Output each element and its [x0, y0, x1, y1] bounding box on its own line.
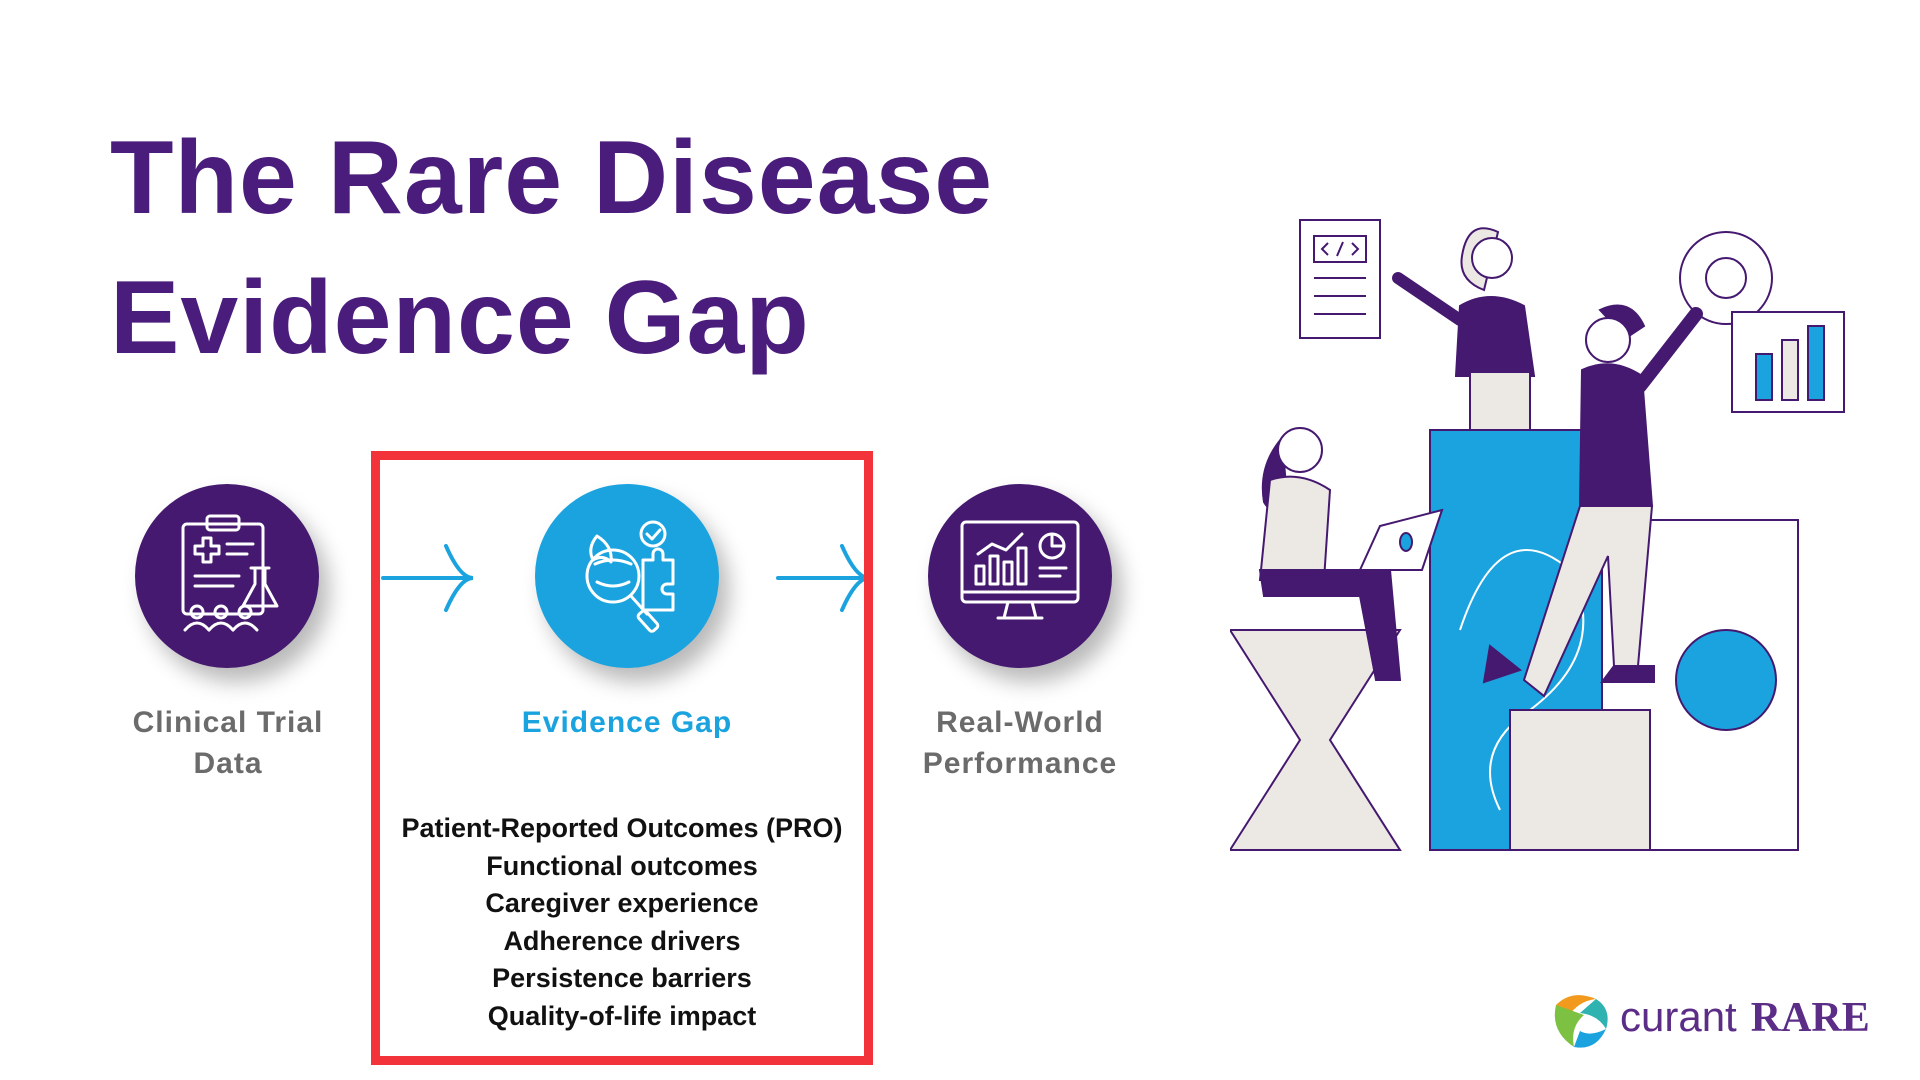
- logo-text-brand: RARE: [1750, 995, 1870, 1041]
- list-item: Adherence drivers: [503, 925, 741, 956]
- label-line: Evidence Gap: [521, 706, 733, 739]
- title-line-1: The Rare Disease: [110, 120, 994, 236]
- clinical-trial-icon: [181, 514, 279, 632]
- list-item: Quality-of-life impact: [487, 1000, 757, 1031]
- evidence-gap-highlight-box: [371, 451, 873, 1065]
- evidence-search-icon: [585, 520, 675, 633]
- page-title: The Rare Disease Evidence Gap: [110, 108, 993, 388]
- gap-items-list: Patient-Reported Outcomes (PRO) Function…: [371, 810, 873, 1035]
- label-line: Data: [193, 747, 263, 780]
- logo-text-main: curant: [1620, 993, 1737, 1040]
- label-line: Real-World: [936, 706, 1104, 739]
- list-item: Persistence barriers: [492, 963, 752, 993]
- brand-logo: curant RARE: [1548, 985, 1878, 1055]
- list-item: Functional outcomes: [486, 850, 758, 881]
- clinical-trial-node: [135, 484, 319, 668]
- team-data-analysis-illustration: [1230, 219, 1845, 851]
- real-world-node: [928, 484, 1112, 668]
- evidence-gap-label: Evidence Gap: [507, 702, 747, 743]
- logo-text: curant RARE: [1620, 991, 1870, 1044]
- list-item: Patient-Reported Outcomes (PRO): [401, 813, 843, 843]
- logo-mark-icon: [1554, 995, 1608, 1048]
- list-item: Caregiver experience: [485, 888, 759, 918]
- evidence-gap-node: [535, 484, 719, 668]
- monitor-chart-icon: [960, 520, 1080, 620]
- title-line-2: Evidence Gap: [110, 260, 810, 376]
- real-world-label: Real-World Performance: [900, 702, 1140, 784]
- clinical-trial-label: Clinical Trial Data: [108, 702, 348, 784]
- label-line: Clinical Trial: [132, 706, 324, 739]
- label-line: Performance: [922, 747, 1118, 780]
